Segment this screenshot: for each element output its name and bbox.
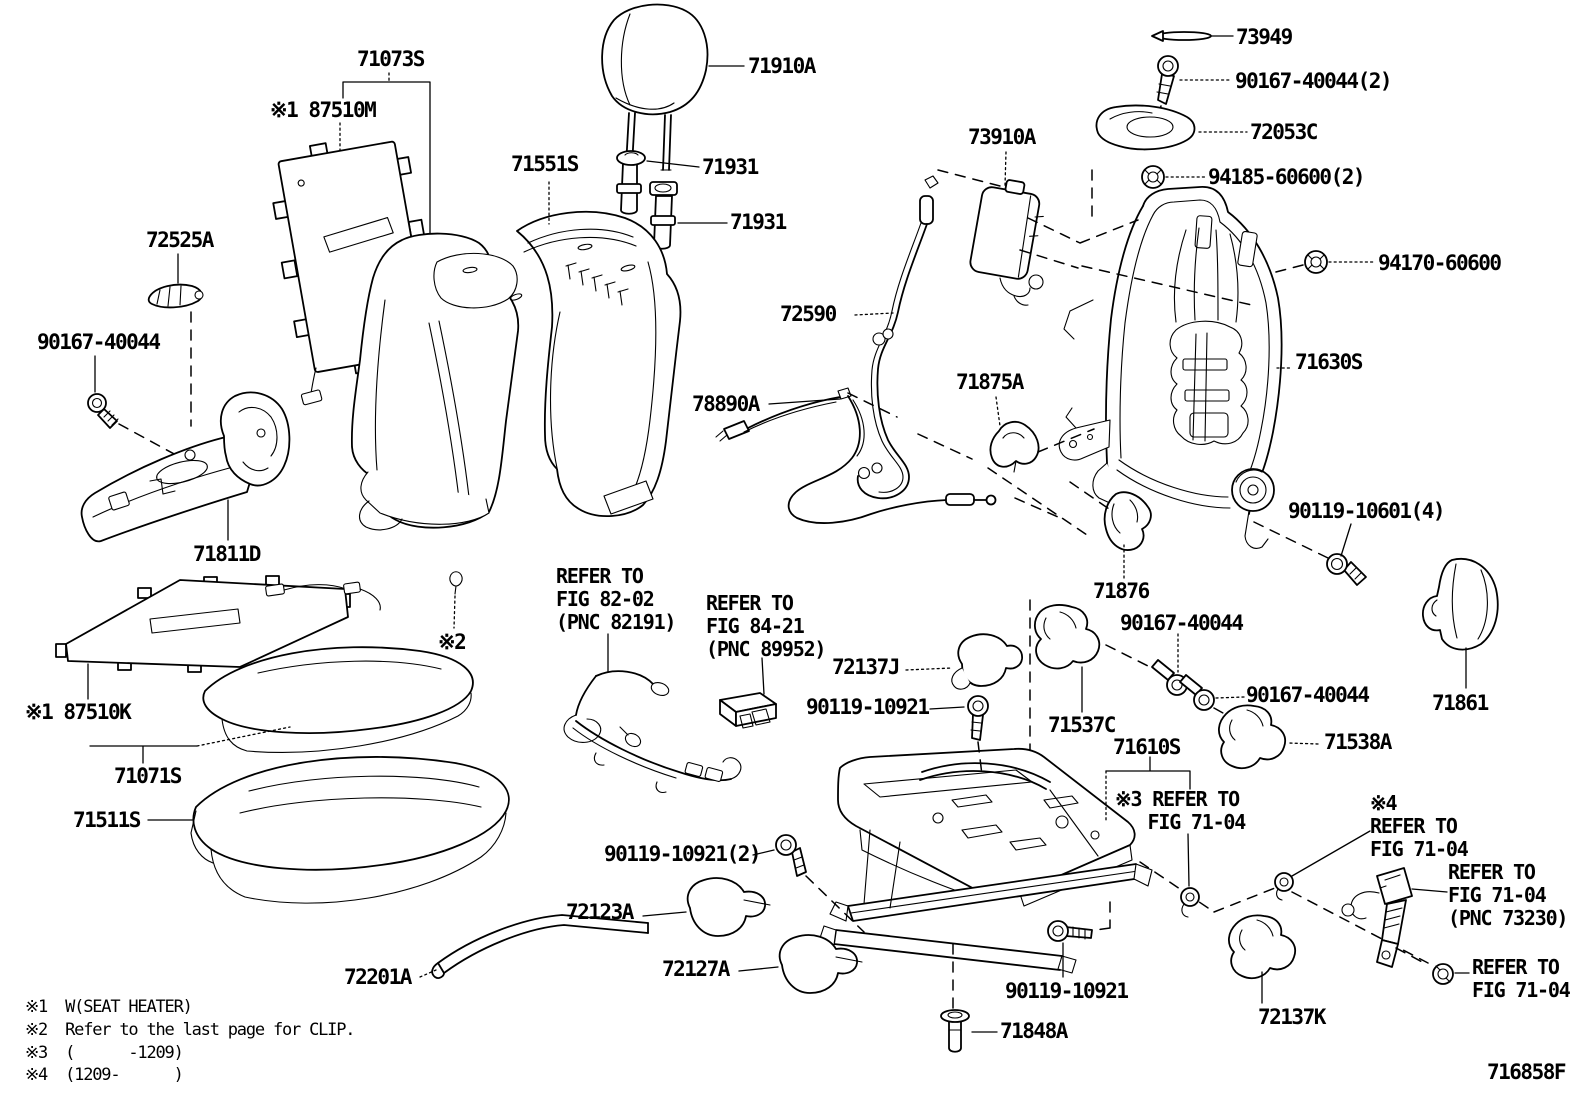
bracket-lines-71073S <box>339 72 431 244</box>
seatback-frame-drawing <box>1058 186 1293 549</box>
clip-note4-drawing <box>1274 830 1371 901</box>
control-module-drawing <box>719 657 777 729</box>
hook-71876-drawing <box>847 392 1152 579</box>
bolt-90119-10921-a-drawing <box>929 695 989 776</box>
frame-wire-72201A-drawing <box>419 914 649 979</box>
screw-71848A-drawing <box>940 943 998 1053</box>
cover-72123A-drawing <box>642 877 771 937</box>
clip-note3-drawing <box>1180 887 1200 918</box>
cushion-pad-drawing <box>89 646 474 764</box>
clip-bottom-right-drawing <box>1432 963 1470 985</box>
shield-71811D-drawing <box>80 391 291 543</box>
seatback-cover-drawing <box>350 232 523 531</box>
seatback-heater-wire <box>300 367 323 406</box>
hook-71875A-drawing <box>989 396 1040 473</box>
cushion-cover-drawing <box>147 756 510 904</box>
cable-78890A-drawing <box>715 387 997 524</box>
wiring-harness-drawing <box>563 633 742 793</box>
bolt-90119-10921-c-drawing <box>1047 920 1093 978</box>
clip-72525A-drawing <box>147 253 204 427</box>
airbag-module-drawing <box>937 151 1257 307</box>
cushion-heater-pad-drawing <box>55 575 381 700</box>
cable-72590-drawing <box>854 175 939 500</box>
cover-72137K-drawing <box>1228 914 1296 1004</box>
guide-72053C-drawing <box>1095 104 1248 151</box>
seatbelt-buckle-drawing <box>1341 867 1448 968</box>
seat-track-drawing <box>819 747 1429 974</box>
seatback-pad-drawing <box>516 181 682 518</box>
cover-72127A-drawing <box>738 934 863 994</box>
nut-94170-60600-drawing <box>1271 250 1376 274</box>
bolt-90119-10921-b-drawing <box>752 834 865 933</box>
pin-73949-drawing <box>1151 30 1234 42</box>
clip-note2-drawing <box>449 571 463 629</box>
bracket-71538A-drawing <box>1218 704 1319 770</box>
headrest-drawing <box>601 3 745 171</box>
cover-72137J-drawing <box>905 633 1023 690</box>
bolt-90119-10601-drawing <box>1253 521 1367 586</box>
bracket-71537C-drawing <box>1033 604 1101 713</box>
knob-71861-drawing <box>1422 558 1499 689</box>
screw-90167-40044-left-drawing <box>87 355 177 456</box>
screws-90167-40044-mid-drawing <box>1029 599 1251 759</box>
nut-94185-60600-drawing <box>1141 165 1206 189</box>
